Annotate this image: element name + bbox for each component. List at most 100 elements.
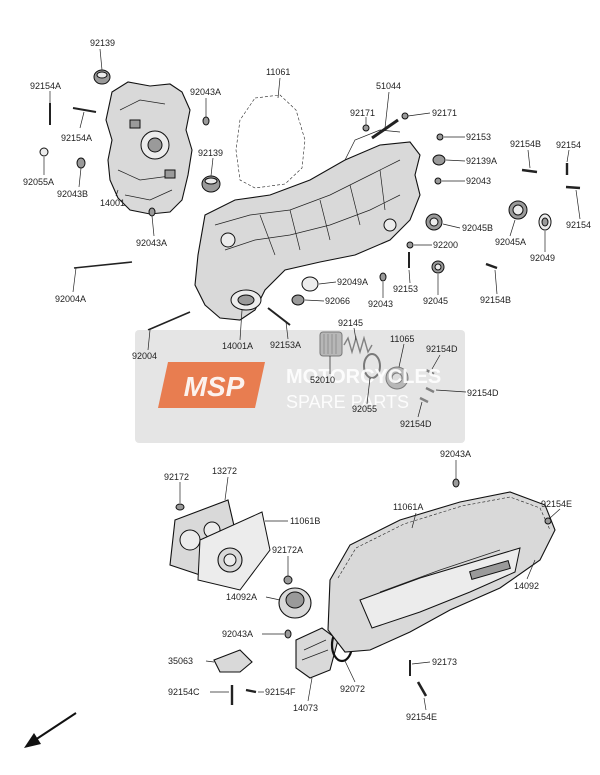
stud-92004 [147, 311, 191, 331]
label-92049A: 92049A [337, 277, 368, 287]
pin-92043A-2 [148, 207, 156, 217]
label-11061B: 11061B [290, 516, 320, 526]
label-92004: 92004 [132, 351, 157, 361]
seal-92049 [538, 213, 552, 231]
pin-92043B [76, 157, 86, 169]
label-11061A: 11061A [393, 502, 423, 512]
label-92154A-1: 92154A [30, 81, 61, 91]
bolt-92172 [175, 503, 185, 511]
plug-92066 [291, 294, 305, 306]
label-11061: 11061 [266, 67, 290, 77]
label-92154D-2: 92154D [467, 388, 499, 398]
bolt-92171-2 [401, 112, 409, 120]
bolt-92154F [245, 688, 257, 694]
label-92043-1: 92043 [466, 176, 491, 186]
front-direction-arrow-icon [24, 712, 77, 748]
crankcase-left-14001 [105, 81, 193, 215]
label-92173: 92173 [432, 657, 457, 667]
label-14001A: 14001A [222, 341, 253, 351]
cover-14092 [327, 491, 556, 653]
label-92171-2: 92171 [432, 108, 457, 118]
label-92154B-1: 92154B [510, 139, 541, 149]
leader-lines [43, 48, 581, 711]
label-92154-2: 92154 [566, 220, 591, 230]
label-92153A: 92153A [270, 340, 301, 350]
gasket-13272 [169, 499, 236, 576]
label-51044: 51044 [376, 81, 401, 91]
gasket-11061 [235, 94, 306, 189]
label-92045A: 92045A [495, 237, 526, 247]
ring-92200 [406, 241, 414, 249]
watermark: MSP MOTORCYCLES SPARE PARTS [135, 330, 465, 443]
bolt-92171-1 [362, 124, 370, 132]
label-92139-mid: 92139 [198, 148, 223, 158]
label-92066: 92066 [325, 296, 350, 306]
bush-92139-mid [201, 175, 221, 193]
label-92045: 92045 [423, 296, 448, 306]
label-92043B: 92043B [57, 189, 88, 199]
label-92072: 92072 [340, 684, 365, 694]
bolt-92154A-2 [72, 107, 97, 113]
label-92154B-2: 92154B [480, 295, 511, 305]
label-92045B: 92045B [462, 223, 493, 233]
label-92049: 92049 [530, 253, 555, 263]
ring-92055A [39, 147, 49, 157]
label-92200: 92200 [433, 240, 458, 250]
label-92145: 92145 [338, 318, 363, 328]
pin-92043A-3 [452, 478, 460, 488]
watermark-line1: MOTORCYCLES [286, 366, 441, 388]
pin-51044 [371, 118, 399, 140]
label-92154D-3: 92154D [400, 419, 432, 429]
label-92154D-1: 92154D [426, 344, 458, 354]
bolt-92154E-1 [544, 517, 552, 525]
label-92043A-4: 92043A [222, 629, 253, 639]
bush-92139-top [93, 69, 111, 85]
label-92154F: 92154F [265, 687, 296, 697]
label-92055A: 92055A [23, 177, 54, 187]
cap-14092A [278, 587, 312, 619]
seal-92049A [301, 276, 319, 292]
label-92055: 92055 [352, 404, 377, 414]
bolt-92153A [267, 307, 291, 326]
label-11065: 11065 [390, 334, 414, 344]
bearing-92045B [425, 213, 443, 231]
label-92154-1: 92154 [556, 140, 581, 150]
label-92004A: 92004A [55, 294, 86, 304]
label-13272: 13272 [212, 466, 237, 476]
label-14092: 14092 [514, 581, 539, 591]
bearing-92045 [431, 260, 445, 274]
duct-14073 [295, 627, 339, 679]
bolt-92153-1 [436, 133, 444, 141]
part-labels: 92139 92154A 92154A 92055A 92043B 14001 … [23, 38, 591, 722]
seal-92139A [432, 154, 446, 166]
label-92171-1: 92171 [350, 108, 375, 118]
label-52010: 52010 [310, 375, 335, 385]
bolt-92154B-2 [485, 262, 498, 270]
label-35063: 35063 [168, 656, 193, 666]
label-92153-1: 92153 [466, 132, 491, 142]
label-14073: 14073 [293, 703, 318, 713]
plate-11061B [197, 511, 271, 591]
pin-92043A-4 [284, 629, 292, 639]
stud-92004A [73, 261, 133, 269]
label-92043A-2: 92043A [136, 238, 167, 248]
bolt-92154B-1 [521, 168, 538, 174]
crankcase-right-main [194, 129, 421, 321]
label-14001: 14001 [100, 198, 125, 208]
label-92043A-3: 92043A [440, 449, 471, 459]
bolt-92154-2 [565, 185, 581, 190]
pin-92043-1 [434, 177, 442, 185]
label-92154A-2: 92154A [61, 133, 92, 143]
watermark-logo-text: MSP [184, 371, 245, 402]
label-92154C: 92154C [168, 687, 200, 697]
label-92153-2: 92153 [393, 284, 418, 294]
label-92154E-2: 92154E [406, 712, 437, 722]
pin-92043A-1 [202, 116, 210, 126]
bolt-92154E-2 [416, 681, 428, 697]
clip-92172A [283, 575, 293, 585]
watermark-line2: SPARE PARTS [286, 392, 409, 412]
bracket-35063 [213, 649, 253, 673]
label-92139A: 92139A [466, 156, 497, 166]
label-92172A: 92172A [272, 545, 303, 555]
label-92043A-1: 92043A [190, 87, 221, 97]
